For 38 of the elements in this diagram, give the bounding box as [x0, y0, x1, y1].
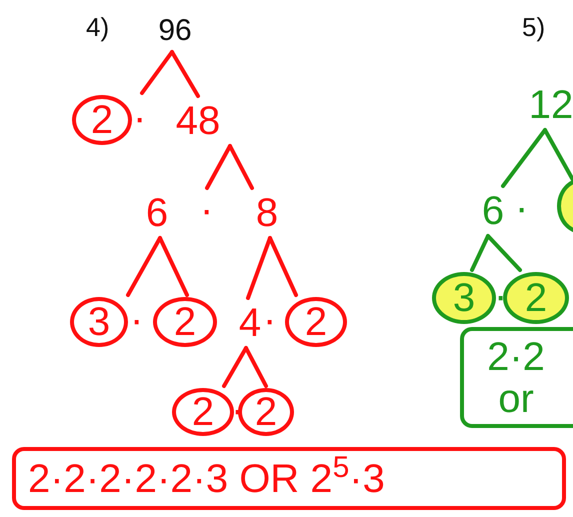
branch-line	[222, 346, 248, 388]
number: 12	[518, 82, 573, 128]
multiplication-dot: ·	[130, 300, 144, 340]
number: 6	[476, 188, 510, 234]
circled-factor: 2	[503, 272, 569, 324]
circled-factor: 3	[432, 272, 496, 324]
branch-line	[140, 50, 174, 95]
branch-line	[126, 236, 162, 297]
number: 4	[234, 300, 266, 346]
branch-line	[470, 234, 490, 272]
answer-box: 2·2·2·2·2·3 OR 2$^{5}$·3	[12, 447, 566, 510]
circled-factor: 2	[72, 95, 132, 145]
branch-line	[268, 236, 298, 297]
branch-line	[501, 128, 547, 188]
number: 8	[250, 190, 284, 236]
branch-line	[244, 346, 268, 388]
circled-factor: 3	[70, 297, 128, 347]
branch-line	[486, 234, 522, 272]
branch-line	[205, 144, 232, 190]
circled-factor: 2	[238, 388, 294, 436]
circled-factor: 2	[172, 388, 234, 436]
branch-line	[246, 236, 272, 300]
circled-factor: 2	[285, 297, 347, 347]
number: 96	[148, 12, 202, 50]
multiplication-dot: ·	[263, 300, 276, 340]
multiplication-dot: ·	[200, 190, 214, 230]
multiplication-dot: ·	[133, 98, 146, 138]
branch-line	[228, 144, 254, 190]
multiplication-dot: ·	[515, 188, 528, 228]
number: 48	[165, 98, 231, 144]
problem-number: 5)	[522, 14, 546, 40]
problem-number: 4)	[86, 14, 110, 40]
branch-line	[543, 128, 573, 182]
answer-box: 2·2 or	[460, 327, 573, 428]
branch-line	[158, 236, 189, 297]
circled-factor: 2	[153, 297, 217, 347]
number: 6	[140, 190, 174, 236]
branch-line	[170, 50, 200, 98]
